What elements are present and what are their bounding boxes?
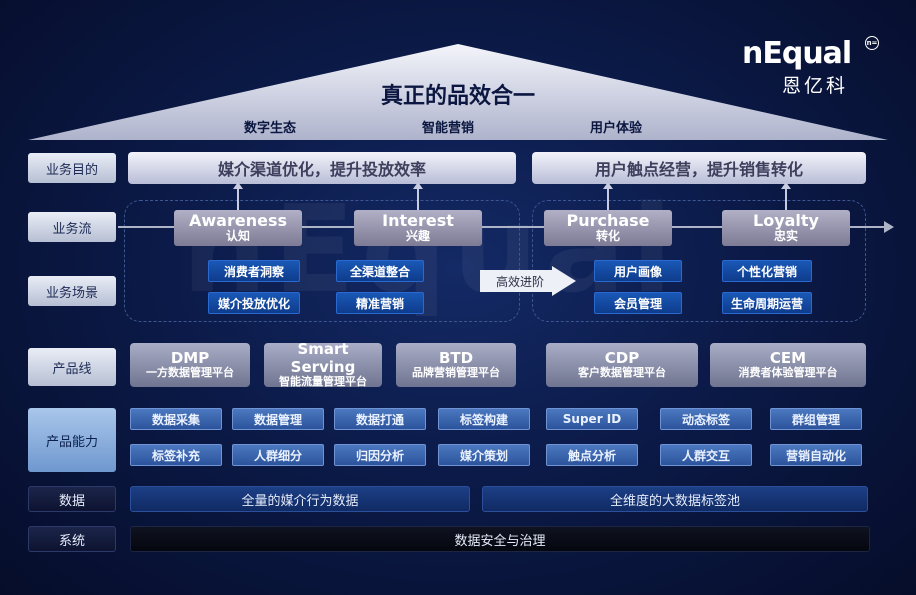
progress-arrow-icon [480, 266, 576, 296]
flow-line [118, 226, 888, 228]
cap-audience-segment: 人群细分 [232, 444, 324, 466]
cap-data-connect: 数据打通 [334, 408, 426, 430]
roof-triangle [28, 44, 888, 140]
cap-tag-build: 标签构建 [438, 408, 530, 430]
pillar-smart-marketing: 智能营销 [421, 120, 474, 136]
purpose-user-touchpoint: 用户触点经营，提升销售转化 [532, 152, 866, 184]
logo-wordmark: nEqual [742, 36, 852, 71]
cap-tag-supplement: 标签补充 [130, 444, 222, 466]
stage-purchase: Purchase 转化 [544, 210, 672, 246]
product-btd-en: BTD [438, 349, 474, 368]
stage-interest-en: Interest [382, 211, 454, 231]
cap-super-id: Super ID [546, 408, 638, 430]
product-dmp-en: DMP [170, 349, 210, 368]
product-btd: BTD 品牌营销管理平台 [396, 343, 516, 387]
purpose-media-optimization: 媒介渠道优化，提升投放效率 [128, 152, 516, 184]
up-arrow-icon [781, 182, 791, 210]
row-label-system: 系统 [28, 526, 116, 552]
cap-touchpoint-analysis: 触点分析 [546, 444, 638, 466]
cap-audience-interaction: 人群交互 [660, 444, 752, 466]
scenario-user-profile: 用户画像 [594, 260, 682, 282]
cap-group-management: 群组管理 [770, 408, 862, 430]
logo-badge: n= [865, 36, 879, 50]
scenario-lifecycle-ops: 生命周期运营 [722, 292, 812, 314]
cap-data-collection: 数据采集 [130, 408, 222, 430]
pillar-user-experience: 用户体验 [589, 120, 642, 136]
scenario-member-management: 会员管理 [594, 292, 682, 314]
row-label-data: 数据 [28, 486, 116, 512]
stage-interest-cn: 兴趣 [405, 229, 430, 244]
product-cem-en: CEM [769, 349, 807, 368]
row-label-purpose: 业务目的 [28, 153, 116, 183]
logo-chinese: 恩亿科 [781, 74, 848, 97]
product-dmp: DMP 一方数据管理平台 [130, 343, 250, 387]
stage-interest: Interest 兴趣 [354, 210, 482, 246]
cap-marketing-automation: 营销自动化 [770, 444, 862, 466]
up-arrow-icon [603, 182, 613, 210]
row-label-capability: 产品能力 [28, 408, 116, 472]
stage-loyalty: Loyalty 忠实 [722, 210, 850, 246]
product-cem: CEM 消费者体验管理平台 [710, 343, 866, 387]
region-sales-stage [532, 200, 866, 322]
data-bar-media: 全量的媒介行为数据 [130, 486, 470, 512]
row-label-product-line: 产品线 [28, 348, 116, 386]
scenario-omnichannel: 全渠道整合 [336, 260, 424, 282]
row-label-flow: 业务流 [28, 212, 116, 242]
cap-dynamic-tag: 动态标签 [660, 408, 752, 430]
row-label-scenario: 业务场景 [28, 276, 116, 306]
up-arrow-icon [413, 182, 423, 210]
product-cem-cn: 消费者体验管理平台 [738, 366, 838, 380]
stage-awareness: Awareness 认知 [174, 210, 302, 246]
cap-data-management: 数据管理 [232, 408, 324, 430]
stage-loyalty-en: Loyalty [753, 211, 819, 231]
stage-purchase-cn: 转化 [595, 229, 620, 244]
stage-loyalty-cn: 忠实 [773, 229, 798, 244]
up-arrow-icon [233, 182, 243, 210]
scenario-personalized-marketing: 个性化营销 [722, 260, 812, 282]
stage-awareness-en: Awareness [189, 211, 287, 231]
stage-purchase-en: Purchase [566, 211, 650, 231]
roof-title: 真正的品效合一 [380, 84, 535, 109]
product-smart-serving-en: Smart Serving [290, 340, 356, 376]
progress-label: 高效进阶 [495, 274, 544, 289]
system-bar-security: 数据安全与治理 [130, 526, 870, 552]
pillar-digital-ecosystem: 数字生态 [243, 120, 296, 136]
product-cdp-cn: 客户数据管理平台 [578, 366, 666, 380]
scenario-consumer-insight: 消费者洞察 [208, 260, 300, 282]
product-btd-cn: 品牌营销管理平台 [412, 366, 500, 380]
region-brand-stage [124, 200, 520, 322]
flow-arrow-icon [884, 221, 894, 233]
scenario-media-placement: 媒介投放优化 [208, 292, 300, 314]
product-smart-serving: Smart Serving 智能流量管理平台 [264, 340, 382, 388]
cap-attribution: 归因分析 [334, 444, 426, 466]
cap-media-planning: 媒介策划 [438, 444, 530, 466]
scenario-precision-marketing: 精准营销 [336, 292, 424, 314]
data-bar-tag-pool: 全维度的大数据标签池 [482, 486, 868, 512]
stage-awareness-cn: 认知 [225, 229, 250, 244]
product-smart-serving-cn: 智能流量管理平台 [279, 374, 367, 388]
product-dmp-cn: 一方数据管理平台 [146, 366, 234, 380]
product-cdp: CDP 客户数据管理平台 [546, 343, 698, 387]
product-cdp-en: CDP [604, 349, 640, 368]
